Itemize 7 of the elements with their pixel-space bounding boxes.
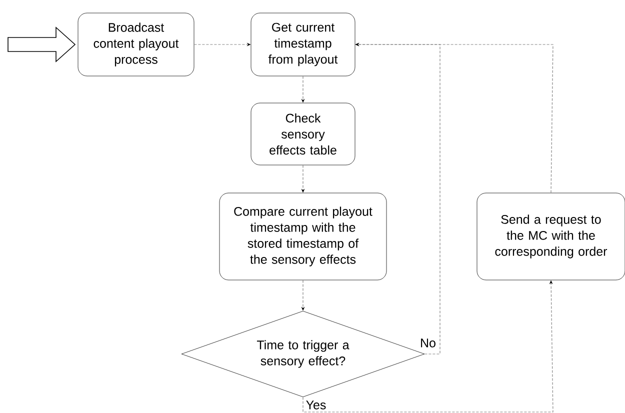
block-arrow [8,26,76,62]
process-box: Get current timestamp from playout [250,12,356,76]
edge-label: Yes [304,400,328,410]
process-box: Send a request to the MC with the corresponding order [476,192,625,280]
process-box: Broadcast content playout process [78,12,194,76]
process-box: Check sensory effects table [250,102,356,166]
process-box: Compare current playout timestamp with the stored timestamp of the sensory effects [219,192,387,280]
